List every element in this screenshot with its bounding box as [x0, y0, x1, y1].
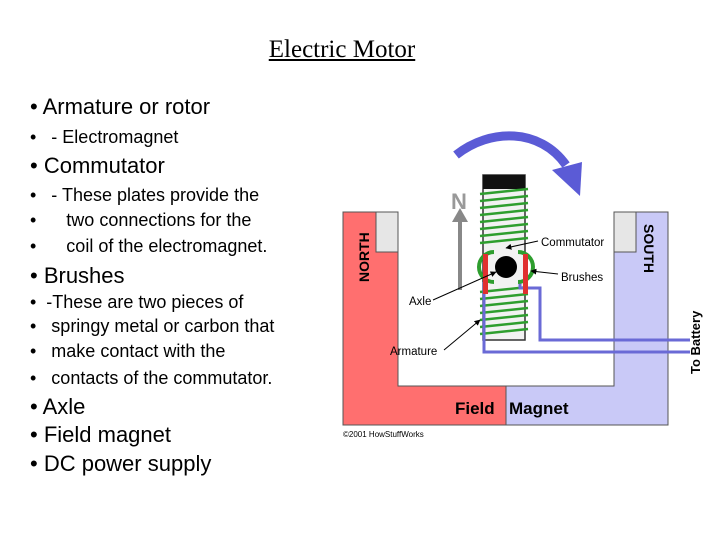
south-pole-face [613, 211, 637, 253]
credit-label: ©2001 HowStuffWorks [343, 430, 424, 439]
armature-label: Armature [390, 346, 437, 358]
bullet-brushes-desc-2: • springy metal or carbon that [30, 316, 275, 336]
south-label: SOUTH [641, 224, 657, 273]
north-label: NORTH [356, 232, 372, 282]
motor-diagram: N NORTH SOUTH Commutator Brushes Axle Ar… [342, 131, 703, 439]
magnet-label: Magnet [509, 399, 569, 418]
brush-right [523, 254, 528, 294]
bullet-commutator: • Commutator [30, 153, 165, 178]
rotation-arrowhead [552, 162, 582, 196]
bullet-brushes-desc-1: • -These are two pieces of [30, 292, 244, 312]
axle-label: Axle [409, 296, 431, 308]
rotation-arrow [453, 131, 570, 168]
bullet-brushes: • Brushes [30, 263, 125, 288]
north-pole-face [375, 211, 399, 253]
bullet-axle: • Axle [30, 394, 86, 419]
bullet-commutator-desc-2: • two connections for the [30, 210, 252, 230]
brushes-label: Brushes [561, 272, 603, 284]
bullet-dc-power: • DC power supply [30, 451, 212, 476]
commutator-plate-left [477, 250, 495, 284]
axle-shaft [495, 256, 517, 278]
n-marker: N [451, 189, 467, 214]
bullet-brushes-desc-3: • make contact with the [30, 341, 226, 361]
brush-left [483, 254, 488, 294]
battery-lead-left [482, 282, 690, 354]
bullet-field-magnet: • Field magnet [30, 422, 171, 447]
armature-top-cap [483, 175, 525, 189]
bullet-electromagnet: • - Electromagnet [30, 127, 179, 147]
battery-label: To Battery [688, 310, 703, 374]
field-label: Field [455, 399, 495, 418]
bullet-commutator-desc-3: • coil of the electromagnet. [30, 236, 268, 256]
slide-title: Electric Motor [268, 36, 416, 63]
bullet-commutator-desc-1: • - These plates provide the [30, 185, 260, 205]
south-pole [505, 211, 669, 426]
battery-lead-right [518, 282, 690, 342]
armature-coil-upper [479, 187, 529, 245]
commutator-label: Commutator [541, 237, 604, 249]
bullet-brushes-desc-4: • contacts of the commutator. [30, 368, 273, 388]
bullet-armature: • Armature or rotor [30, 94, 211, 119]
